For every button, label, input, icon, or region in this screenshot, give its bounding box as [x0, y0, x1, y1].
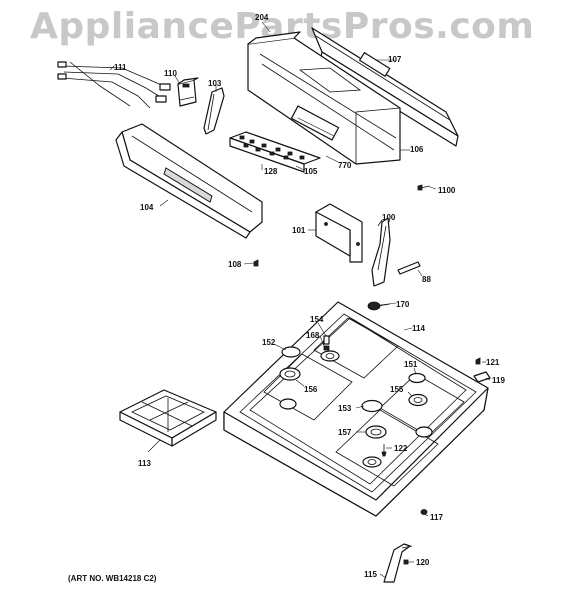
art-number: (ART NO. WB14218 C2): [68, 574, 157, 583]
callout-labels: 204 107 111 110 103 106 770 128 105 104 …: [114, 13, 505, 579]
shaft-88: [397, 261, 421, 275]
electrode-122: [381, 444, 387, 457]
callout-156: 156: [304, 385, 318, 394]
callout-204: 204: [255, 13, 269, 22]
callout-128: 128: [264, 167, 278, 176]
callout-168: 168: [306, 331, 320, 340]
clip-121: [475, 357, 481, 365]
callout-119: 119: [492, 376, 505, 385]
callout-154: 154: [310, 315, 324, 324]
burner-rear-left: [320, 350, 340, 362]
spark-module-110: [177, 77, 199, 107]
callout-151: 151: [404, 360, 418, 369]
screw-117: [420, 509, 428, 515]
cooktop-114: [223, 301, 489, 517]
control-board-105: [229, 131, 321, 173]
ignitor-154: [323, 335, 330, 351]
callout-121: 121: [486, 358, 500, 367]
callout-103: 103: [208, 79, 222, 88]
bracket-100: [371, 217, 391, 287]
burner-157: [365, 425, 387, 439]
bracket-101: [315, 203, 363, 263]
callout-100: 100: [382, 213, 396, 222]
screw-108: [253, 259, 259, 267]
control-housing-106: [247, 31, 401, 165]
callout-113: 113: [138, 459, 151, 468]
callout-153: 153: [338, 404, 352, 413]
tube-115: [383, 543, 413, 583]
callout-115: 115: [364, 570, 377, 579]
burner-head-rear-left: [279, 398, 297, 410]
callout-155: 155: [390, 385, 404, 394]
callout-170: 170: [396, 300, 410, 309]
burner-front-right: [362, 456, 382, 468]
callout-104: 104: [140, 203, 154, 212]
callout-107: 107: [388, 55, 402, 64]
wire-harness-111: [57, 61, 171, 109]
bracket-103: [203, 87, 225, 135]
screw-1100: [417, 184, 431, 191]
callout-101: 101: [292, 226, 306, 235]
callout-114: 114: [412, 324, 425, 333]
callout-105: 105: [304, 167, 318, 176]
burner-155: [408, 393, 428, 407]
burner-cap-151: [408, 372, 426, 384]
callout-770: 770: [338, 161, 352, 170]
callout-120: 120: [416, 558, 430, 567]
callout-152: 152: [262, 338, 276, 347]
callout-88: 88: [422, 275, 431, 284]
callout-117: 117: [430, 513, 443, 522]
burner-cap-152: [281, 346, 301, 358]
callout-122: 122: [394, 444, 408, 453]
callout-108: 108: [228, 260, 242, 269]
callout-111: 111: [114, 63, 127, 72]
leader-lines: [109, 21, 491, 579]
burner-cap-153: [361, 399, 383, 413]
callout-157: 157: [338, 428, 352, 437]
burner-156: [279, 367, 301, 381]
control-panel-104: [115, 123, 263, 239]
callout-106: 106: [410, 145, 424, 154]
callout-110: 110: [164, 69, 177, 78]
burner-head-right: [415, 426, 433, 438]
callout-1100: 1100: [438, 186, 456, 195]
clip-120: [403, 559, 409, 565]
bracket-119: [473, 371, 491, 383]
screw-170: [367, 301, 391, 311]
grate-113: [119, 389, 217, 447]
